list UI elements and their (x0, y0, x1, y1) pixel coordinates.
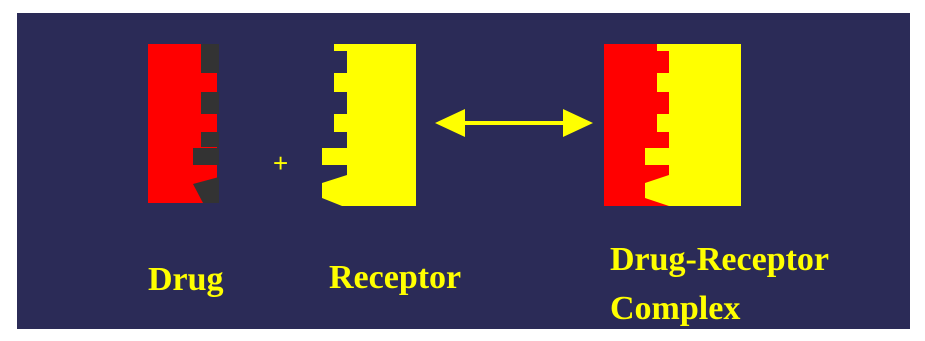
receptor-label: Receptor (329, 259, 462, 296)
drug-label: Drug (148, 261, 224, 298)
double-headed-arrow-icon (435, 109, 593, 137)
drug-molecule (148, 44, 219, 203)
slide: + Drug Receptor Drug-Receptor Complex (17, 13, 910, 329)
arrow-head-left (435, 109, 465, 137)
drug-socket-1 (201, 44, 219, 73)
receptor-molecule (322, 44, 416, 206)
drug-socket-5 (193, 177, 219, 203)
complex-molecule (604, 44, 741, 206)
diagram-canvas (17, 13, 910, 329)
complex-drug-part (604, 44, 669, 206)
drug-socket-3 (201, 132, 219, 147)
receptor-body (322, 44, 416, 206)
plus-sign: + (273, 148, 289, 178)
complex-label-line2: Complex (610, 290, 741, 327)
drug-socket-4 (193, 148, 219, 165)
drug-socket-2 (201, 92, 219, 114)
complex-label-line1: Drug-Receptor (610, 241, 830, 278)
arrow-head-right (563, 109, 593, 137)
